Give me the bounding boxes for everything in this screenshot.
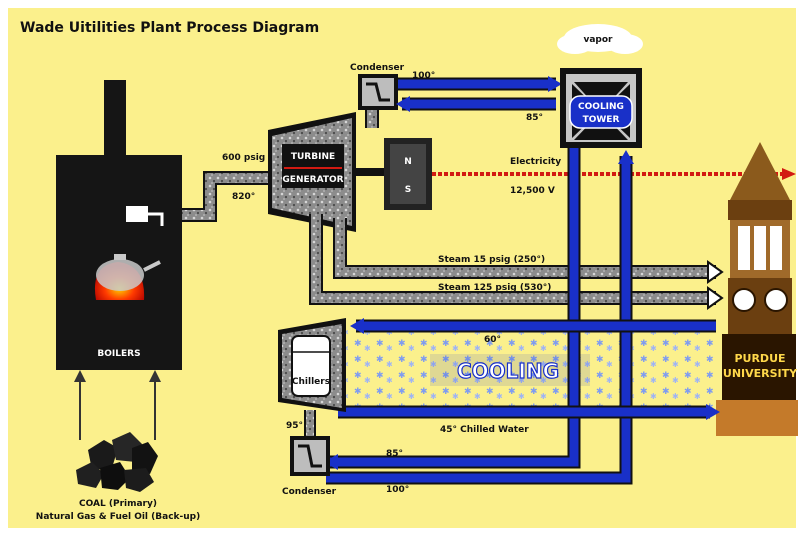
clock-icon	[732, 288, 756, 312]
steam-high-label: Steam 125 psig (530°)	[438, 283, 551, 293]
condenser-bottom	[290, 436, 330, 476]
fuel-feed-arrows	[74, 370, 161, 440]
magnet-south-label: S	[405, 185, 411, 195]
electricity-label: Electricity	[510, 157, 561, 167]
tower-supply-pipe	[326, 156, 631, 483]
condenser-bottom-temp-return: 85°	[386, 449, 403, 459]
main-steam-pipe	[182, 173, 268, 220]
diagram-title: Wade Uitilities Plant Process Diagram	[20, 20, 319, 36]
steam-high-pressure-pipe	[311, 214, 716, 303]
electricity-arrow-icon	[782, 168, 796, 180]
voltage-label: 12,500 V	[510, 186, 555, 196]
chilled-water-label: 45° Chilled Water	[440, 425, 529, 435]
steam-pressure-label: 600 psig	[222, 153, 265, 163]
turbine-label: TURBINE	[291, 152, 335, 162]
magnet-north-label: N	[404, 157, 412, 167]
condenser-coil-icon	[366, 82, 390, 102]
generator-label: GENERATOR	[282, 175, 343, 185]
generator-magnet: N S	[384, 138, 432, 210]
tower-return-pipe	[330, 148, 579, 467]
chiller-tank-icon	[291, 335, 331, 397]
condenser-bottom-temp-out: 100°	[386, 485, 409, 495]
purdue-bell-tower: PURDUE UNIVERSITY	[716, 142, 798, 436]
cooling-label: COOLING	[457, 359, 559, 383]
condenser-top-label: Condenser	[350, 63, 405, 73]
condenser-top-temp-out: 100°	[412, 71, 435, 81]
turbine-generator: TURBINE GENERATOR	[268, 112, 356, 232]
cooling-snow-field	[345, 330, 715, 410]
university-label-2: UNIVERSITY	[723, 367, 798, 380]
condenser-top-temp-return: 85°	[526, 113, 543, 123]
chiller-unit: Chillers	[278, 318, 346, 412]
cooling-tower: vapor COOLING TOWER	[557, 24, 643, 148]
condenser-bottom-coil-icon	[298, 444, 322, 468]
chilled-return-temp: 60°	[484, 335, 501, 345]
boiler-unit: BOILERS	[56, 80, 182, 370]
chiller-out-temp: 95°	[286, 421, 303, 431]
coal-pile-icon	[76, 432, 158, 492]
fuel-backup-label: Natural Gas & Fuel Oil (Back-up)	[36, 512, 200, 522]
steam-distribution	[309, 214, 724, 310]
vapor-label: vapor	[583, 35, 613, 45]
cooling-tower-label-1: COOLING	[578, 102, 624, 112]
steam-low-pressure-pipe	[335, 218, 716, 277]
chillers-label: Chillers	[292, 377, 330, 387]
steam-temperature-label: 820°	[232, 192, 255, 202]
steam-low-label: Steam 15 psig (250°)	[438, 255, 545, 265]
condenser-top	[358, 74, 398, 110]
condenser-bottom-label: Condenser	[282, 487, 337, 497]
steam-outlet-icon	[126, 206, 148, 222]
cooling-tower-label-2: TOWER	[583, 115, 620, 125]
boiler-label: BOILERS	[97, 349, 140, 359]
university-label-1: PURDUE	[734, 352, 785, 365]
boiler-chimney	[104, 80, 126, 160]
fuel-primary-label: COAL (Primary)	[79, 499, 157, 509]
kettle-icon	[96, 259, 144, 291]
